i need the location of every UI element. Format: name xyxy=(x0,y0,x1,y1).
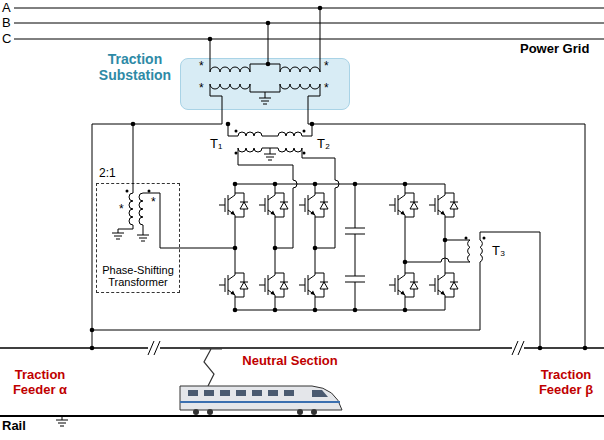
transformer-name: Phase-Shifting Transformer xyxy=(100,264,176,289)
junction-dots xyxy=(90,6,588,351)
polarity-mark: * xyxy=(324,82,329,96)
phase-name: C xyxy=(2,32,11,47)
phase-name: B xyxy=(2,16,11,31)
feeder-label: Traction Feeder α xyxy=(0,368,80,398)
grid-title: Power Grid xyxy=(520,42,589,57)
phase-name: A xyxy=(2,1,11,16)
transformer-label: T₂ xyxy=(317,137,330,152)
rail-label: Rail xyxy=(2,419,26,434)
turns-ratio: 2:1 xyxy=(99,167,116,181)
transformer-label: T₁ xyxy=(210,137,222,152)
polarity-mark: * xyxy=(324,60,329,74)
train xyxy=(180,349,342,415)
polarity-mark: * xyxy=(199,60,204,74)
polarity-mark: * xyxy=(199,82,204,96)
transformer-label: T₃ xyxy=(492,244,505,259)
substation-title: Traction Substation xyxy=(95,51,175,83)
polarity-mark: * xyxy=(119,203,124,217)
feeder-label: Traction Feeder β xyxy=(530,368,602,398)
phase-shifting-box: 2:1Phase-Shifting Transformer xyxy=(96,183,180,293)
igbt-switches xyxy=(219,187,458,303)
polarity-mark: * xyxy=(151,196,156,210)
section-label: Neutral Section xyxy=(242,354,337,369)
wires xyxy=(0,8,604,416)
